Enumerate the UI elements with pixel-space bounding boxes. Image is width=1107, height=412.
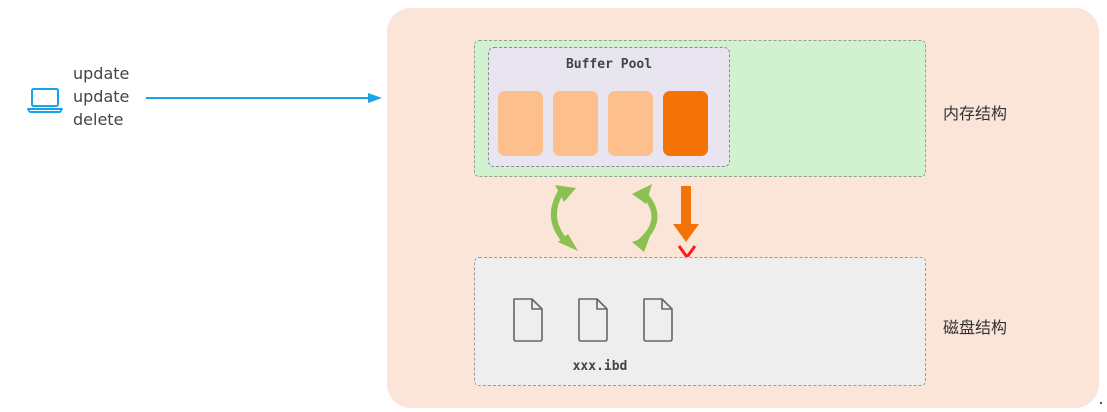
file-icon	[513, 298, 543, 342]
memory-structure-label: 内存结构	[943, 104, 1008, 123]
corner-dot	[1100, 402, 1102, 404]
buffer-page-3	[608, 91, 653, 156]
request-arrow	[146, 93, 382, 103]
buffer-page-dirty	[663, 91, 708, 156]
disk-structure-box	[474, 257, 926, 386]
operation-list: update update delete	[73, 62, 163, 131]
operation-update-2: update	[73, 87, 130, 106]
operation-update-1: update	[73, 64, 130, 83]
sync-arrow-icon-left	[551, 185, 578, 251]
file-icon	[578, 298, 608, 342]
buffer-pool-title: Buffer Pool	[565, 57, 653, 72]
buffer-page-1	[498, 91, 543, 156]
sync-arrows	[551, 184, 699, 269]
operation-delete: delete	[73, 110, 124, 129]
file-icon	[643, 298, 673, 342]
data-file-name: xxx.ibd	[572, 359, 628, 374]
sync-arrow-icon-right	[632, 184, 658, 252]
disk-structure-label: 磁盘结构	[943, 318, 1008, 337]
down-arrow-icon	[673, 186, 699, 242]
buffer-page-2	[553, 91, 598, 156]
laptop-icon	[27, 88, 63, 113]
